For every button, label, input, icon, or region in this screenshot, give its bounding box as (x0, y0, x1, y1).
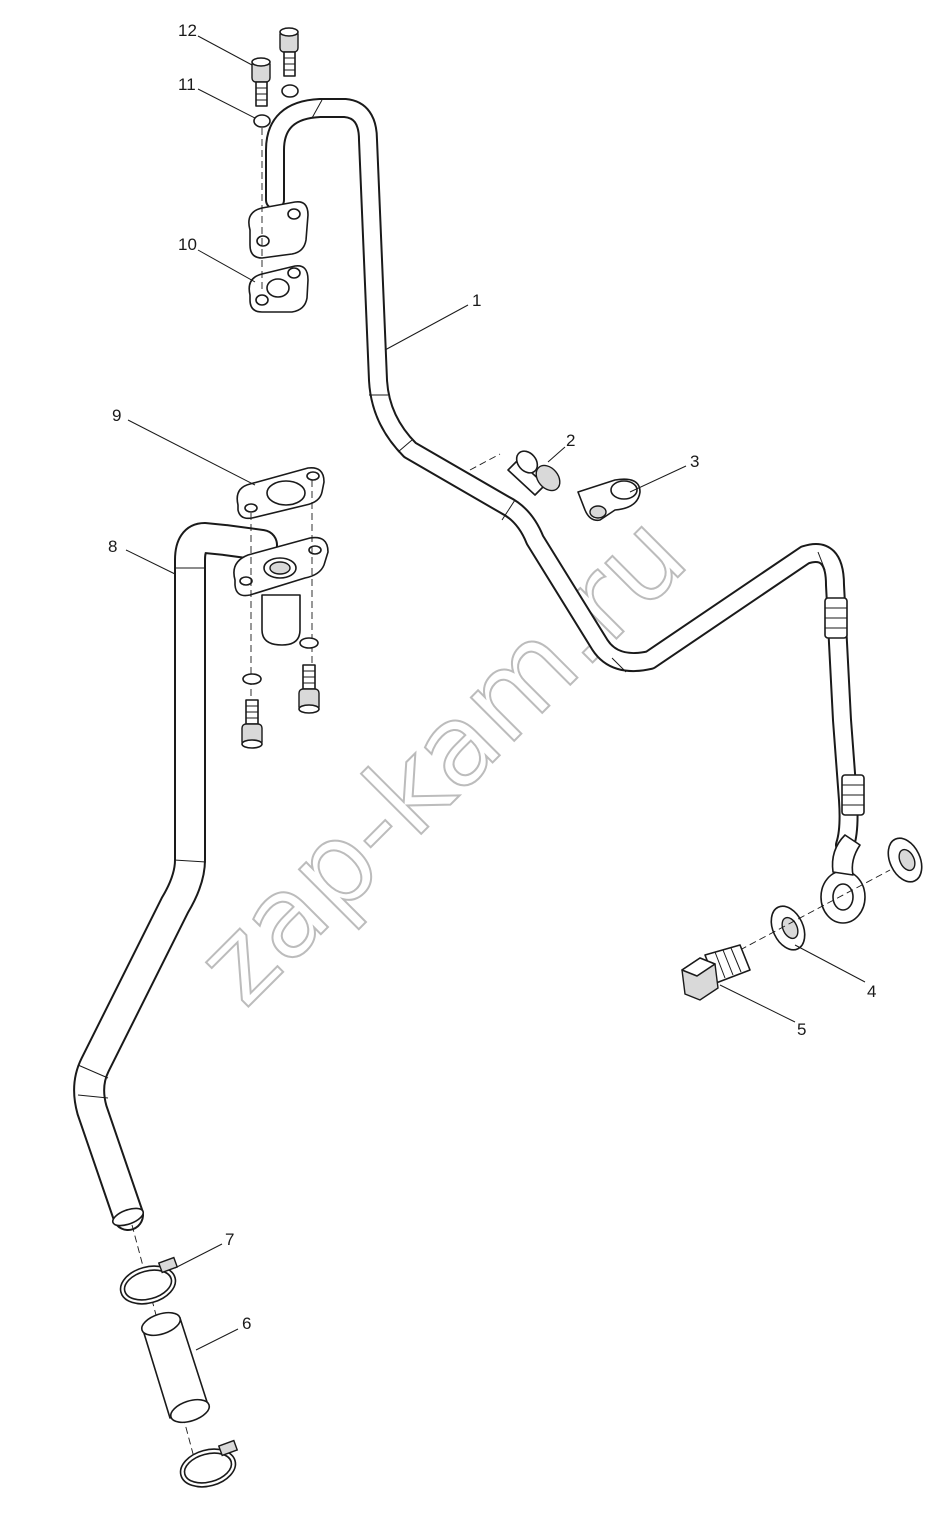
socket-cap-screw-12b (279, 27, 299, 77)
oil-supply-pipe (265, 98, 866, 924)
gasket-9 (236, 466, 325, 520)
leader-1 (384, 304, 469, 351)
gasket-10 (248, 264, 309, 313)
leader-3 (629, 465, 687, 493)
pipe-1-flange (248, 200, 309, 259)
callout-7: 7 (225, 1230, 234, 1249)
spring-washer-lower-b (242, 673, 262, 685)
leader-2 (547, 446, 566, 463)
leader-7 (174, 1243, 223, 1269)
leader-5 (719, 984, 796, 1023)
callout-5: 5 (797, 1020, 806, 1039)
callout-3: 3 (690, 452, 699, 471)
hose-clamp-lower (179, 1439, 239, 1488)
leader-8 (125, 549, 176, 575)
rubber-hose-6 (140, 1311, 211, 1424)
callout-1: 1 (472, 291, 481, 310)
spring-washer-11b (281, 84, 299, 98)
callout-11: 11 (178, 75, 196, 94)
callout-9: 9 (112, 406, 121, 425)
pipe-clip-3 (577, 478, 641, 522)
callout-4: 4 (867, 982, 876, 1001)
leader-12 (197, 35, 253, 66)
hose-clamp-7 (119, 1256, 179, 1305)
leader-9 (127, 419, 256, 486)
leader-6 (195, 1328, 239, 1351)
spring-washer-11a (253, 114, 271, 128)
callout-6: 6 (242, 1314, 251, 1333)
callout-12: 12 (178, 21, 197, 40)
leader-11 (197, 88, 256, 119)
sealing-washer-4a (887, 837, 923, 883)
socket-cap-screw-12a (251, 57, 271, 107)
banjo-bolt-5 (681, 944, 751, 1001)
socket-cap-screw-lower-b (241, 699, 263, 749)
oil-drain-pipe (73, 522, 278, 1231)
spring-washer-lower-a (299, 637, 319, 649)
sleeve-2 (507, 450, 561, 496)
callout-10: 10 (178, 235, 197, 254)
leader-4 (794, 944, 866, 983)
callout-2: 2 (566, 431, 575, 450)
callout-8: 8 (108, 537, 117, 556)
pipe-8-flange (233, 536, 329, 646)
leader-10 (197, 249, 256, 283)
socket-cap-screw-lower-a (298, 664, 320, 714)
sealing-washer-4b (770, 905, 806, 951)
